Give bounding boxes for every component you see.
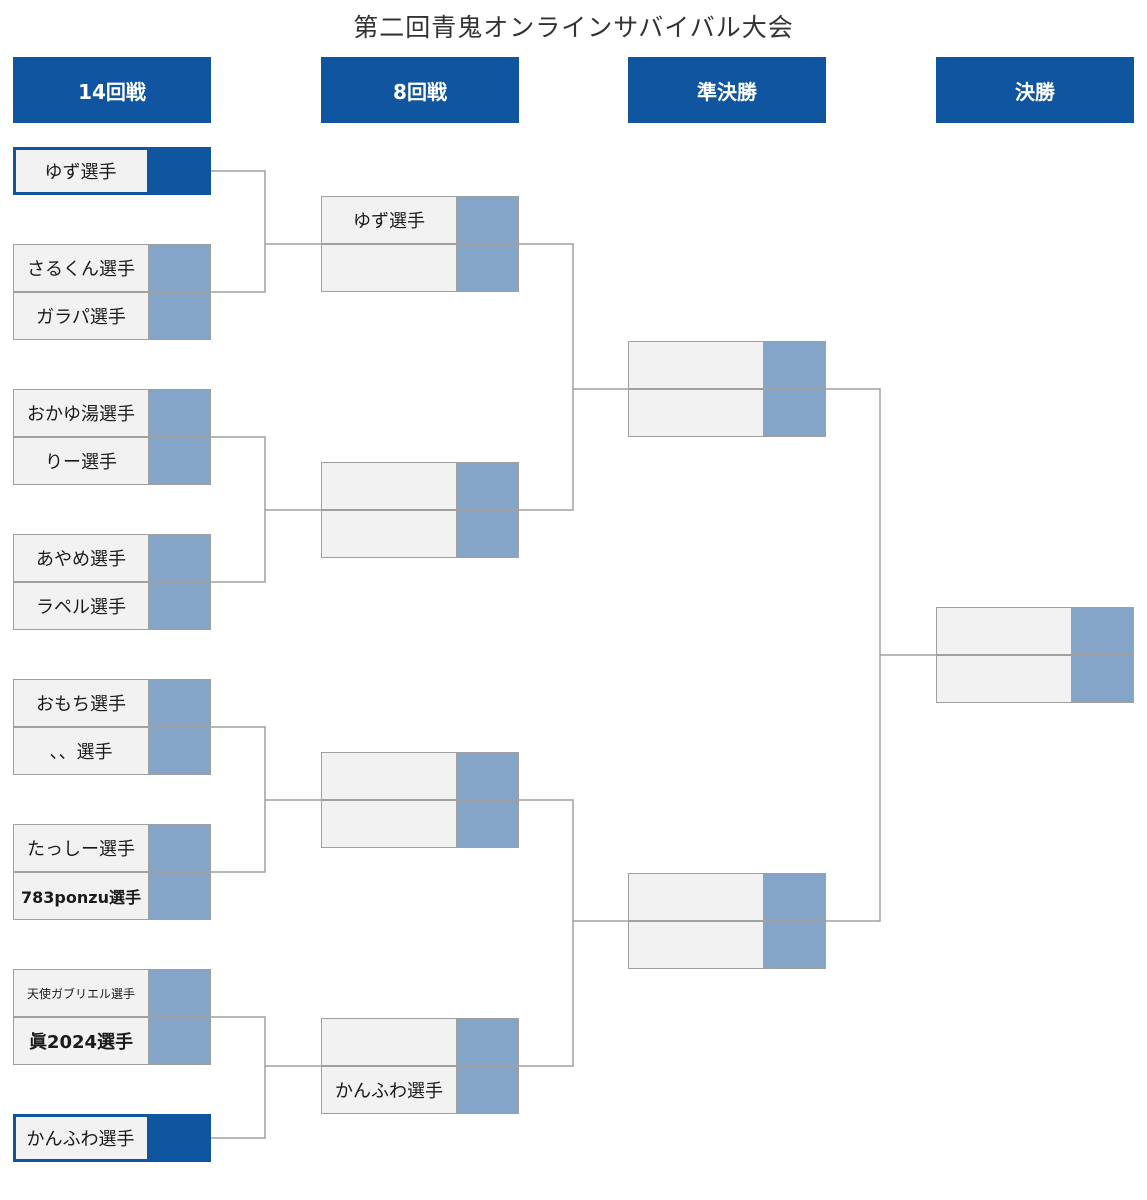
score-box xyxy=(1071,656,1133,702)
player-name xyxy=(322,511,456,557)
player-name: かんふわ選手 xyxy=(26,1129,135,1150)
semifinal-slot xyxy=(628,873,826,921)
score-box xyxy=(456,511,518,557)
round1-slot: ラペル選手 xyxy=(13,582,211,630)
round1-slot: あやめ選手 xyxy=(13,534,211,582)
round-header-final: 決勝 xyxy=(936,57,1134,123)
round2-slot xyxy=(321,752,519,800)
player-name xyxy=(322,245,456,291)
round1-slot: りー選手 xyxy=(13,437,211,485)
score-box xyxy=(763,874,825,920)
player-name xyxy=(322,753,456,799)
player-name: ゆず選手 xyxy=(353,211,425,232)
score-box xyxy=(148,245,210,291)
player-name xyxy=(629,922,763,968)
player-name xyxy=(629,874,763,920)
score-box xyxy=(763,922,825,968)
player-name: あやめ選手 xyxy=(36,549,126,570)
round2-slot xyxy=(321,462,519,510)
round1-slot: 天使ガブリエル選手 xyxy=(13,969,211,1017)
round1-slot: 、、選手 xyxy=(13,727,211,775)
round2-slot: ゆず選手 xyxy=(321,196,519,244)
player-name: 天使ガブリエル選手 xyxy=(26,986,135,1001)
round1-slot: おかゆ湯選手 xyxy=(13,389,211,437)
final-slot xyxy=(936,607,1134,655)
score-box xyxy=(148,728,210,774)
bracket-connector xyxy=(211,170,266,293)
round1-slot: さるくん選手 xyxy=(13,244,211,292)
round-header-round1: 14回戦 xyxy=(13,57,211,123)
score-box xyxy=(1071,608,1133,654)
player-name: ゆず選手 xyxy=(44,162,117,183)
player-name xyxy=(322,801,456,847)
score-box xyxy=(148,390,210,436)
round2-slot xyxy=(321,244,519,292)
player-name xyxy=(322,1019,456,1065)
round1-slot: 783ponzu選手 xyxy=(13,872,211,920)
score-box xyxy=(148,438,210,484)
score-box xyxy=(148,1018,210,1064)
score-box xyxy=(148,293,210,339)
round1-slot: ゆず選手 xyxy=(13,147,211,195)
bracket-connector xyxy=(519,243,574,511)
score-box xyxy=(456,753,518,799)
player-name xyxy=(629,342,763,388)
score-box xyxy=(147,1117,208,1159)
round1-slot: かんふわ選手 xyxy=(13,1114,211,1162)
round2-slot xyxy=(321,800,519,848)
score-box xyxy=(456,197,518,243)
score-box xyxy=(456,801,518,847)
player-name: 、、選手 xyxy=(49,742,113,763)
round2-slot xyxy=(321,510,519,558)
score-box xyxy=(148,535,210,581)
player-name: ラペル選手 xyxy=(36,597,126,618)
score-box xyxy=(456,463,518,509)
semifinal-slot xyxy=(628,389,826,437)
player-name xyxy=(937,656,1071,702)
score-box xyxy=(147,150,208,192)
player-name: おかゆ湯選手 xyxy=(27,404,135,425)
round2-slot xyxy=(321,1018,519,1066)
player-name: さるくん選手 xyxy=(27,259,135,280)
score-box xyxy=(763,390,825,436)
score-box xyxy=(456,1019,518,1065)
player-name: かんふわ選手 xyxy=(335,1081,443,1102)
score-box xyxy=(456,245,518,291)
bracket-connector xyxy=(826,388,881,922)
score-box xyxy=(148,680,210,726)
semifinal-slot xyxy=(628,341,826,389)
semifinal-slot xyxy=(628,921,826,969)
round1-slot: 眞2024選手 xyxy=(13,1017,211,1065)
round-header-round2: 8回戦 xyxy=(321,57,519,123)
round1-slot: ガラパ選手 xyxy=(13,292,211,340)
tournament-title: 第二回青鬼オンラインサバイバル大会 xyxy=(353,13,794,42)
player-name: ガラパ選手 xyxy=(36,307,126,328)
score-box xyxy=(456,1067,518,1113)
player-name xyxy=(629,390,763,436)
bracket-connector xyxy=(211,436,266,583)
score-box xyxy=(148,825,210,871)
player-name: りー選手 xyxy=(45,452,117,473)
score-box xyxy=(763,342,825,388)
player-name: 783ponzu選手 xyxy=(21,888,141,907)
bracket-connector xyxy=(211,1016,266,1139)
player-name xyxy=(937,608,1071,654)
score-box xyxy=(148,970,210,1016)
player-name: たっしー選手 xyxy=(27,839,135,860)
score-box xyxy=(148,873,210,919)
final-slot xyxy=(936,655,1134,703)
player-name xyxy=(322,463,456,509)
round2-slot: かんふわ選手 xyxy=(321,1066,519,1114)
player-name: 眞2024選手 xyxy=(28,1032,134,1053)
round1-slot: たっしー選手 xyxy=(13,824,211,872)
round1-slot: おもち選手 xyxy=(13,679,211,727)
player-name: おもち選手 xyxy=(36,694,126,715)
bracket-connector xyxy=(519,799,574,1067)
round-header-semifinal: 準決勝 xyxy=(628,57,826,123)
score-box xyxy=(148,583,210,629)
bracket-connector xyxy=(211,726,266,873)
